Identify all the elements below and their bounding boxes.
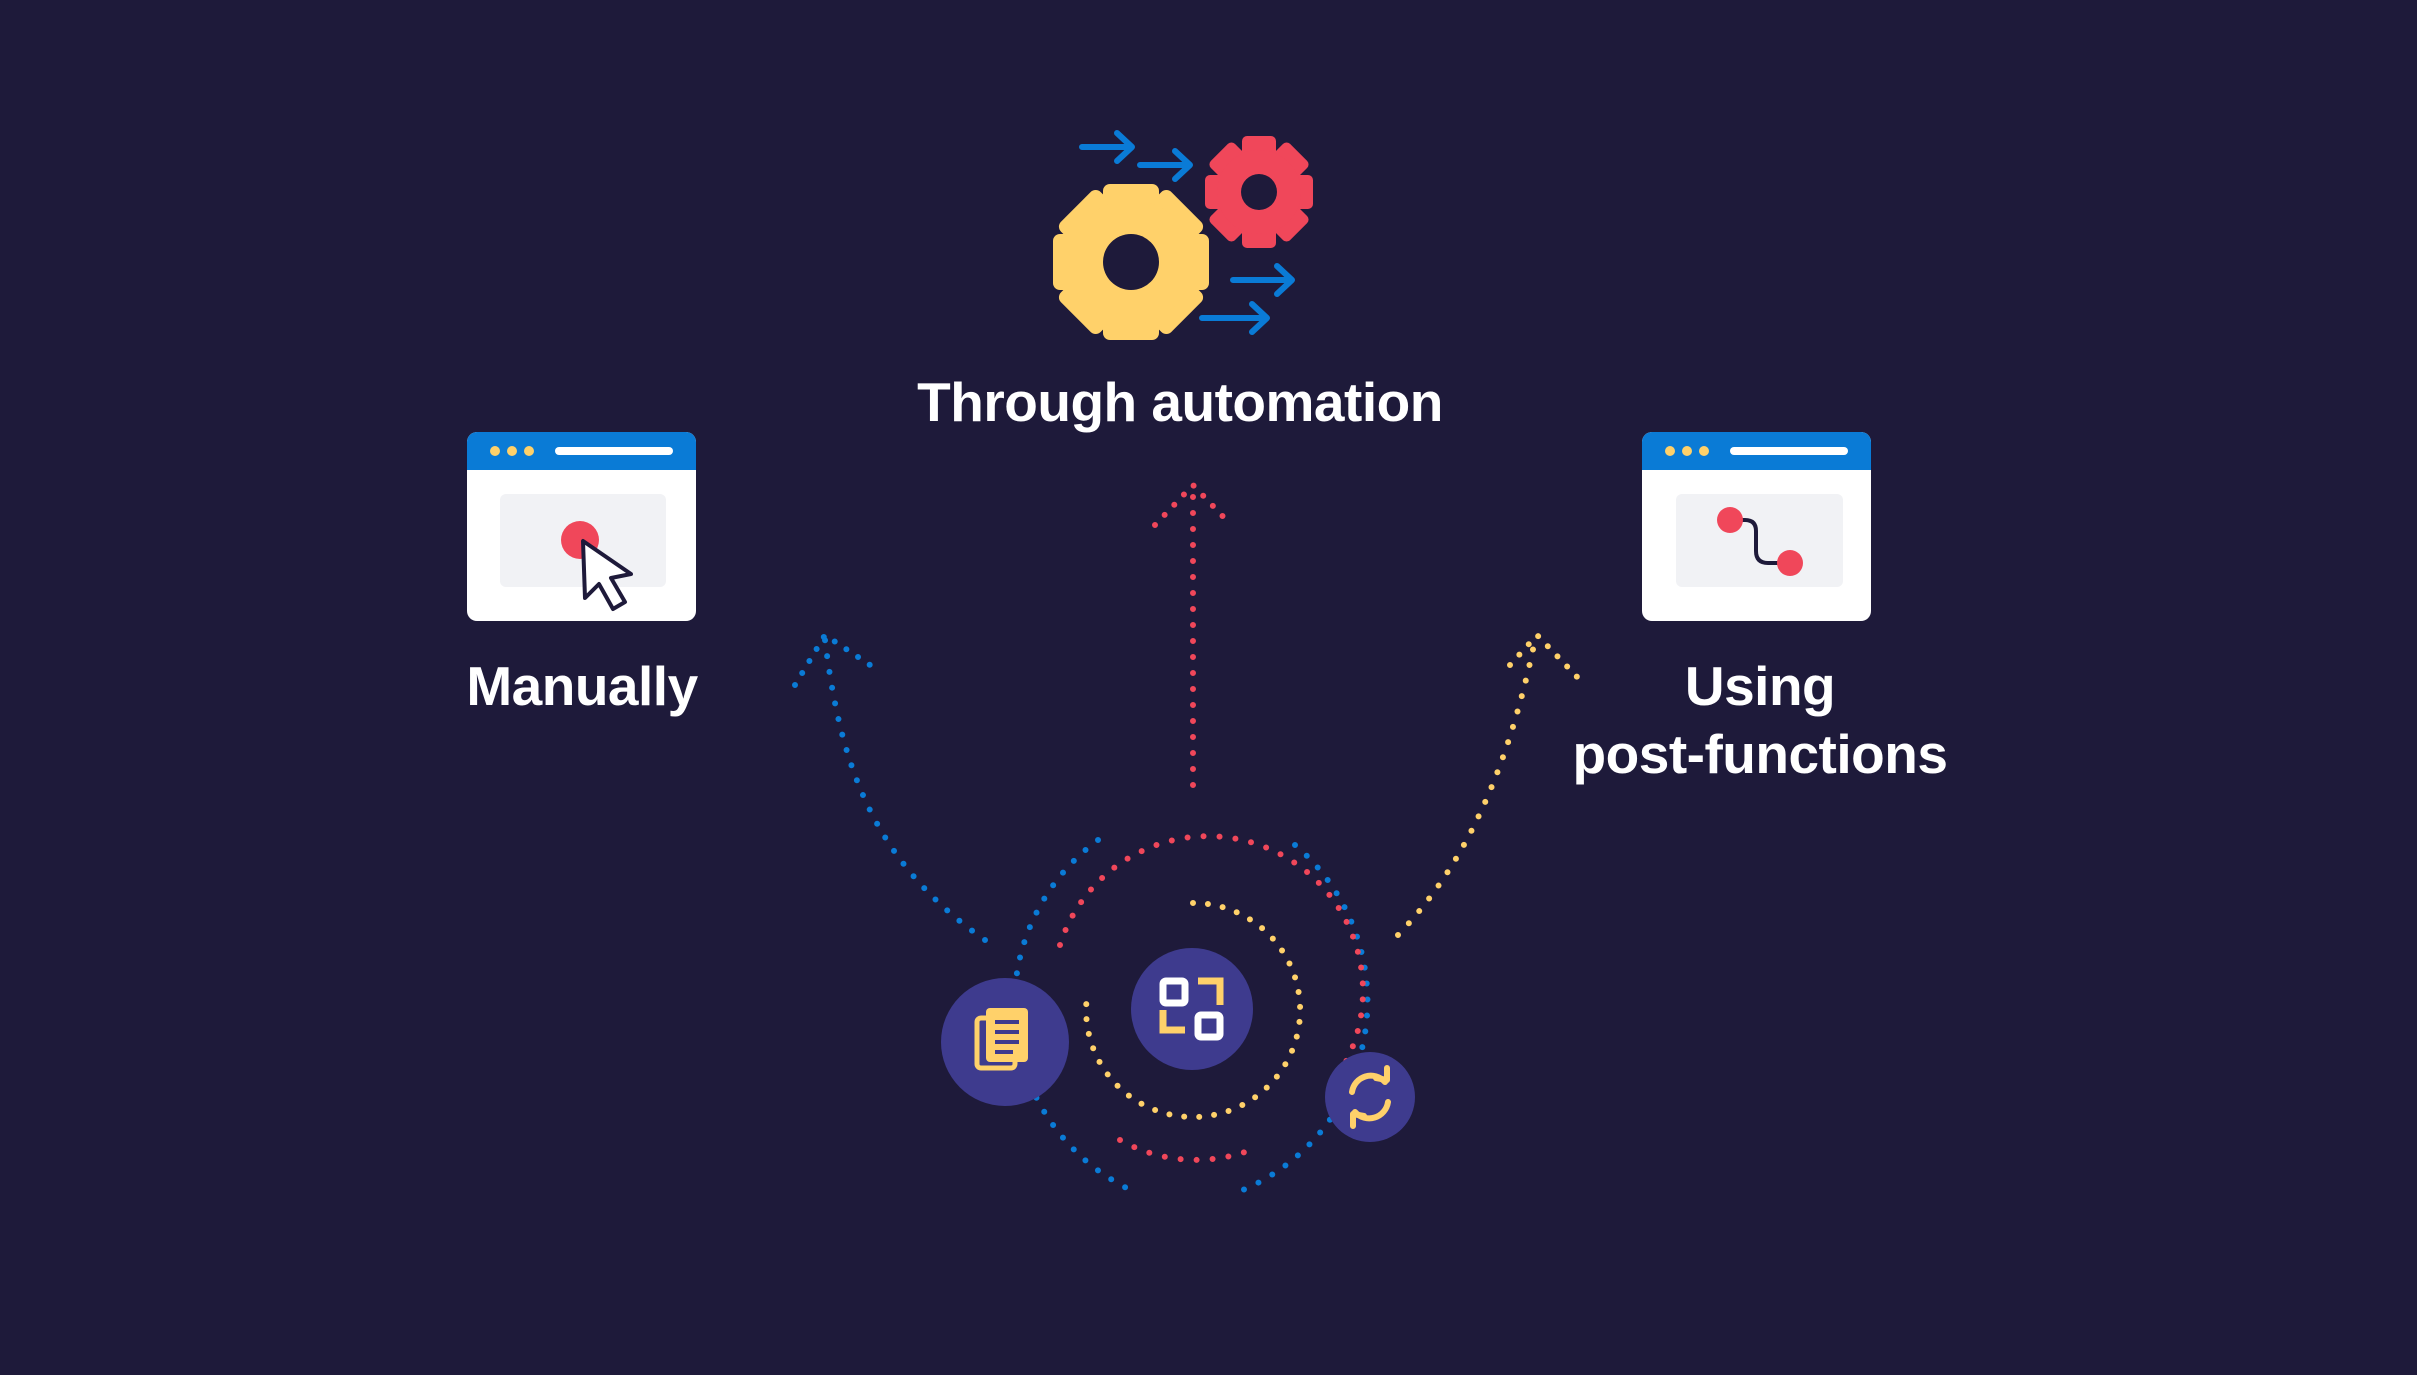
browser-cursor-click-icon xyxy=(467,432,696,621)
hub-documents xyxy=(941,978,1069,1106)
arrow-to-post-functions xyxy=(1395,637,1538,938)
documents-icon xyxy=(974,1008,1028,1071)
cursor-icon xyxy=(581,539,633,611)
sync-arrows-icon xyxy=(1349,1065,1391,1129)
label-through-automation: Through automation xyxy=(780,368,1580,436)
gears-with-arrows-icon xyxy=(1053,130,1313,340)
hub-transition xyxy=(1131,948,1253,1070)
transition-icon xyxy=(1159,977,1224,1041)
orbit-rings xyxy=(1011,833,1371,1195)
arrow-head-post-functions xyxy=(1507,630,1583,683)
label-post-functions-line1: Using xyxy=(1684,655,1836,717)
label-manually-text: Manually xyxy=(466,655,698,717)
label-using-post-functions: Using post-functions xyxy=(1460,652,2060,788)
label-through-automation-text: Through automation xyxy=(917,371,1443,433)
browser-workflow-path-icon xyxy=(1642,432,1871,621)
label-post-functions-line2: post-functions xyxy=(1572,723,1948,785)
hub-sync xyxy=(1325,1052,1415,1142)
arrow-head-automation xyxy=(1152,480,1234,528)
orbit-blue-right xyxy=(1235,842,1371,1195)
arrow-to-manually xyxy=(822,637,988,943)
orbit-red-bottom xyxy=(1117,1137,1248,1163)
orbit-blue-left xyxy=(1011,837,1138,1195)
arrow-head-manually xyxy=(792,630,873,688)
label-manually: Manually xyxy=(382,652,782,720)
orbit-red xyxy=(1057,833,1366,1083)
